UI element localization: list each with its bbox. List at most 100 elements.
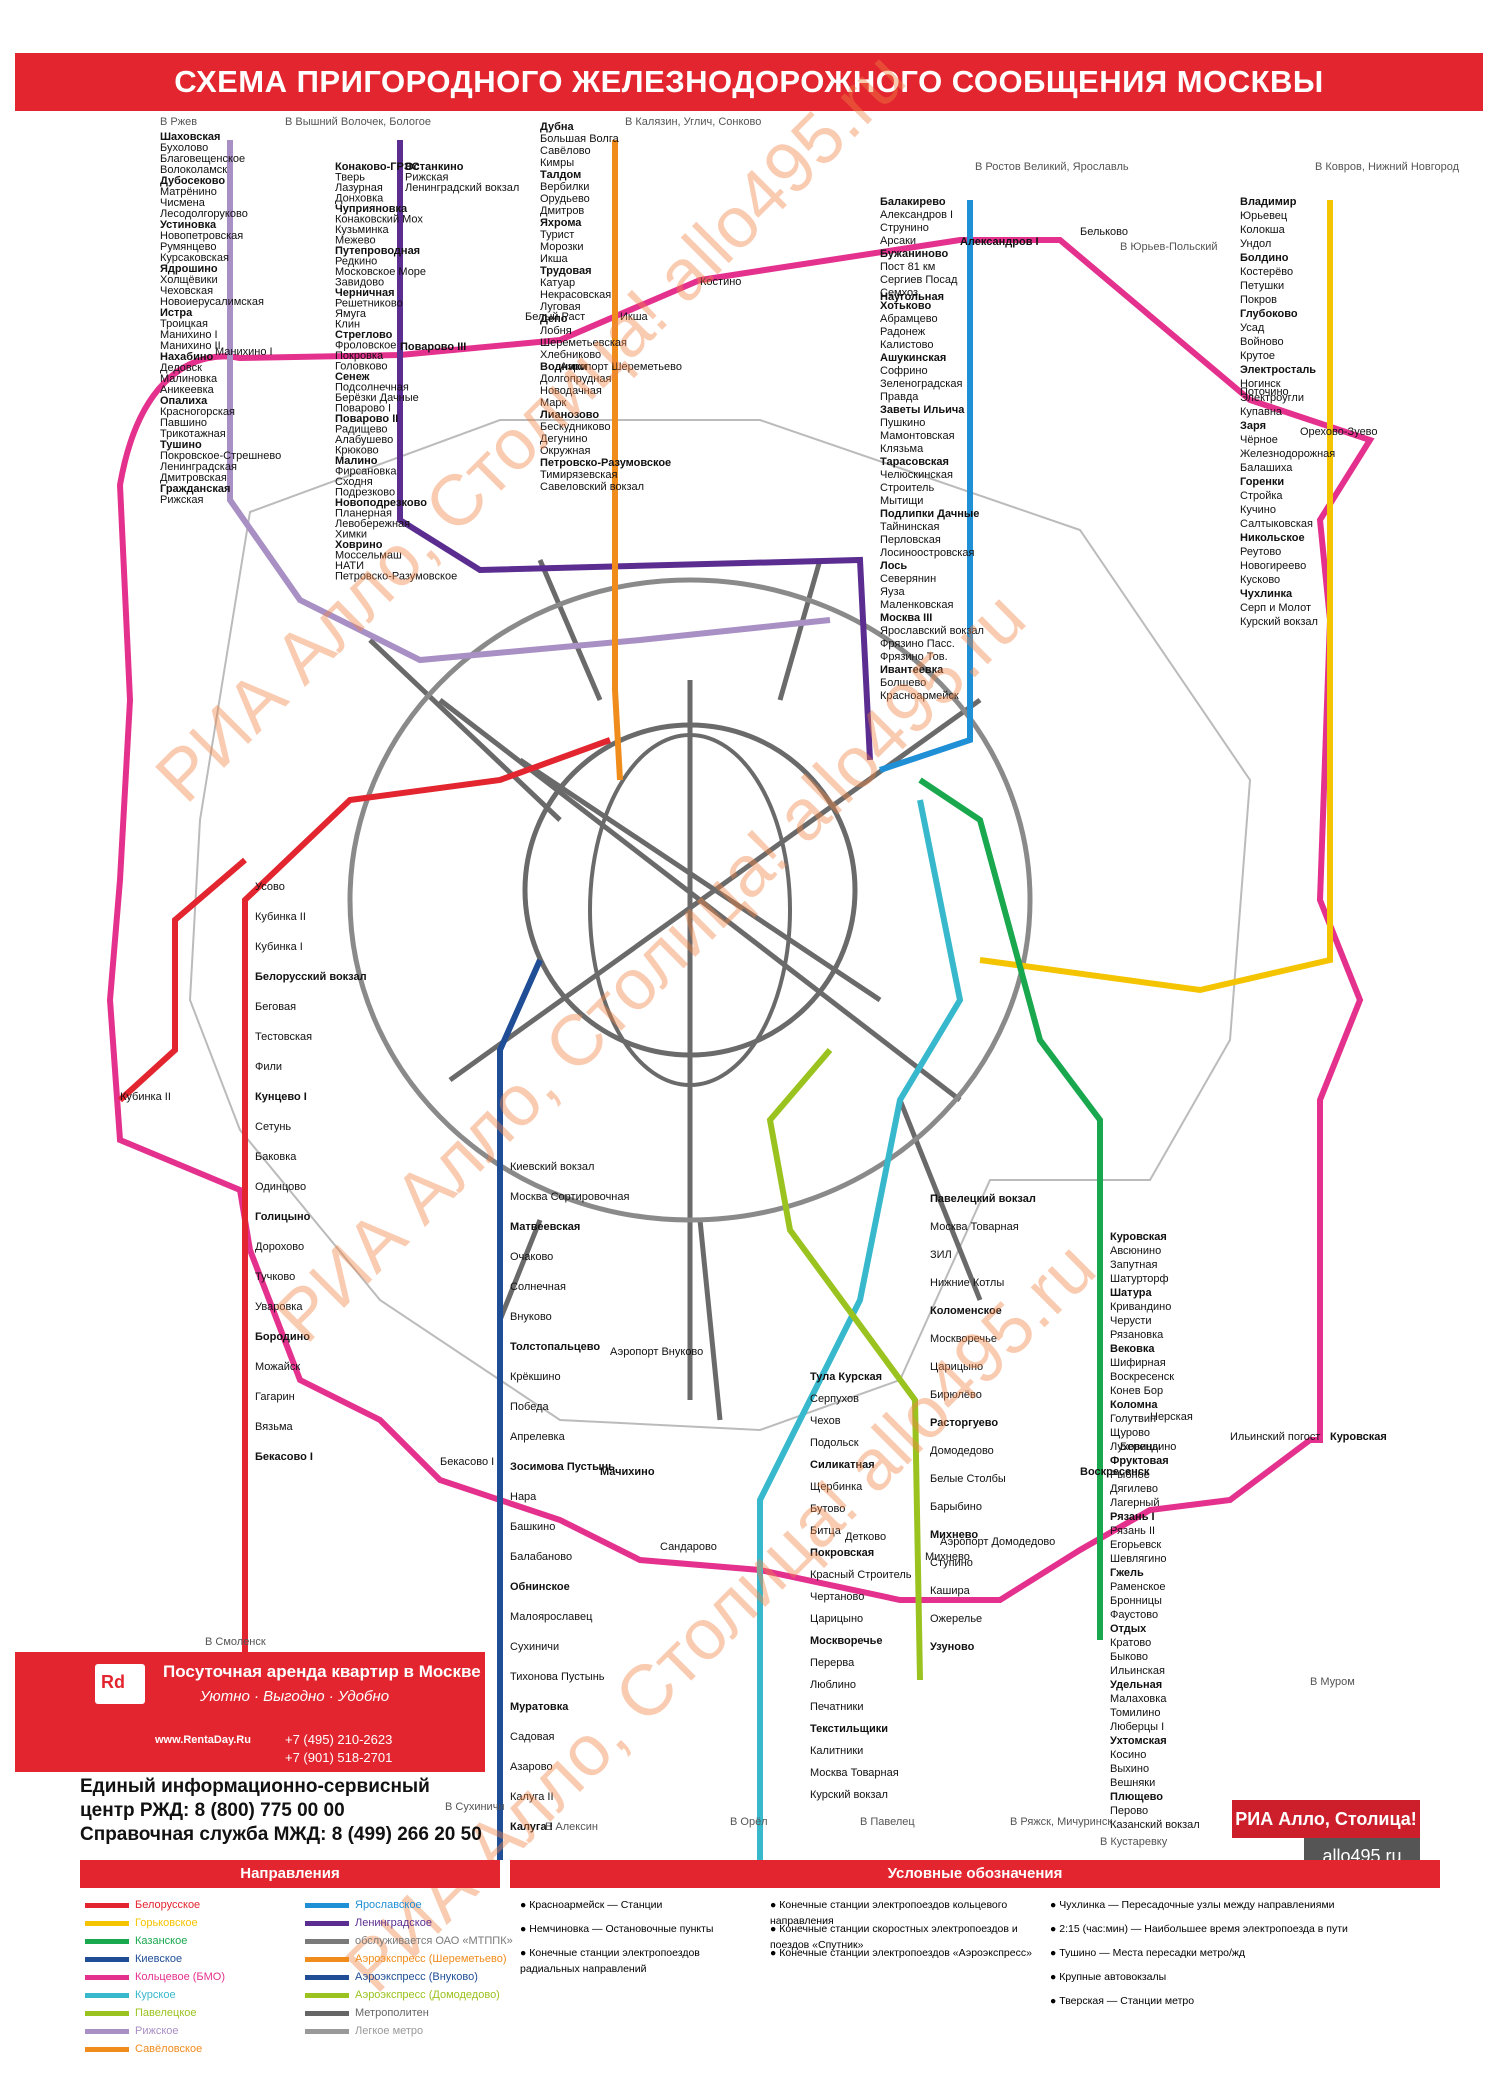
station-kurskoe: Битца [810, 1525, 842, 1537]
station-savelovskoe: Водники [540, 361, 587, 373]
station-savelovskoe: Морозки [540, 241, 584, 253]
ad-website[interactable]: www.RentaDay.Ru [155, 1734, 251, 1746]
legend-direction-label: Метрополитен [355, 2007, 429, 2019]
station-kievskoe: Апрелевка [510, 1431, 566, 1443]
station-rizhskoe: Троицкая [160, 318, 208, 330]
ad-title: Посуточная аренда квартир в Москве [163, 1662, 481, 1681]
station-gorkovskoe: Стройка [1240, 490, 1283, 502]
station-kazanskoe: Рязань I [1110, 1511, 1155, 1523]
station-bmo: Костино [700, 276, 741, 288]
station-leningradskoe: Рижская [405, 172, 449, 184]
station-rizhskoe: Матрёнино [160, 186, 217, 198]
legend-swatch [305, 1939, 349, 1945]
station-kazanskoe: Коломна [1110, 1399, 1158, 1411]
station-savelovskoe: Окружная [540, 445, 591, 457]
legend-symbol-item: ● Конечные станции электропоездов радиал… [520, 1947, 700, 1975]
dir-kalyazin: В Калязин, Углич, Сонково [625, 116, 761, 128]
station-kurskoe: Бутово [810, 1503, 845, 1515]
station-bmo: Бекасово I [440, 1456, 494, 1468]
station-leningradskoe: Планерная [335, 508, 392, 520]
info-phones: Единый информационно-сервисный центр РЖД… [80, 1776, 482, 1845]
legend-direction-item: Ярославское [305, 1898, 422, 1914]
station-rizhskoe: Красногорская [160, 406, 235, 418]
station-gorkovskoe: Чухлинка [1240, 588, 1293, 600]
legend-direction-label: Киевское [135, 1953, 183, 1965]
legend-swatch [305, 1975, 349, 1981]
legend-swatch [305, 1993, 349, 1999]
station-belorusskoe: Одинцово [255, 1181, 306, 1193]
station-leningradskoe: Стреглово [335, 329, 393, 341]
station-leningradskoe: Тверь [335, 172, 365, 184]
station-kazanskoe: Рязань II [1110, 1525, 1155, 1537]
station-paveletskoe: Нижние Котлы [930, 1277, 1004, 1289]
station-rizhskoe: Манихино I [160, 329, 218, 341]
station-gorkovskoe: Курский вокзал [1240, 616, 1318, 628]
station-savelovskoe: Тимирязевская [540, 469, 617, 481]
legend-direction-label: Савёловское [135, 2043, 203, 2055]
station-savelovskoe: Депо [540, 313, 568, 325]
station-kazanskoe: Дягилево [1110, 1483, 1158, 1495]
station-kievskoe: Муратовка [510, 1701, 569, 1713]
station-yaroslavskoe: Арсаки [880, 235, 916, 247]
line-kurskoe [757, 799, 964, 1870]
station-kievskoe: Солнечная [510, 1281, 566, 1293]
station-rizhskoe: Шаховская [160, 131, 220, 143]
station-labels: ШаховскаяБухоловоБлаговещенскоеВолоколам… [120, 121, 1387, 1833]
ad-phone-2[interactable]: +7 (901) 518-2701 [285, 1750, 393, 1765]
station-paveletskoe: Царицыно [930, 1361, 983, 1373]
station-paveletskoe: Узуново [930, 1641, 975, 1653]
station-savelovskoe: Петровско-Разумовское [540, 457, 671, 469]
station-kazanskoe: Кратово [1110, 1637, 1151, 1649]
legend-direction-item: Павелецкое [85, 2006, 197, 2022]
station-rizhskoe: Покровское-Стрешнево [160, 450, 281, 462]
station-rizhskoe: Манихино II [160, 340, 221, 352]
station-kazanskoe: Ухтомская [1110, 1735, 1167, 1747]
station-savelovskoe: Дубна [540, 121, 575, 133]
legend-symbol-item: ● 2:15 (час:мин) — Наибольшее время элек… [1050, 1923, 1348, 1935]
legend-direction-item: Метрополитен [305, 2006, 429, 2022]
legend-direction-item: Кольцевое (БМО) [85, 1970, 225, 1986]
station-yaroslavskoe: Мамонтовская [880, 430, 955, 442]
station-leningradskoe: Моссельмаш [335, 550, 402, 562]
station-leningradskoe: Левобережная [335, 518, 410, 530]
station-kazanskoe: Лагерный [1110, 1497, 1159, 1509]
ad-phone-1[interactable]: +7 (495) 210-2623 [285, 1732, 393, 1747]
station-yaroslavskoe: Северянин [880, 573, 936, 585]
station-kazanskoe: Фаустово [1110, 1609, 1158, 1621]
station-yaroslavskoe: Перловская [880, 534, 941, 546]
dir-sukhinichi: В Сухиничи [445, 1801, 505, 1813]
station-kazanskoe: Черусти [1110, 1315, 1152, 1327]
station-kurskoe: Подольск [810, 1437, 859, 1449]
station-bmo: Икша [620, 311, 649, 323]
rental-ad[interactable]: Rd Посуточная аренда квартир в Москве Ую… [15, 1652, 485, 1772]
station-rizhskoe: Малиновка [160, 373, 218, 385]
station-bmo: Бельково [1080, 226, 1128, 238]
station-rizhskoe: Опалиха [160, 395, 208, 407]
station-kazanskoe: Голутвин [1110, 1413, 1156, 1425]
station-kazanskoe: Шевлягино [1110, 1553, 1167, 1565]
station-yaroslavskoe: Москва III [880, 612, 932, 624]
station-savelovskoe: Турист [540, 229, 574, 241]
station-kazanskoe: Щурово [1110, 1427, 1150, 1439]
station-yaroslavskoe: Болшево [880, 677, 926, 689]
station-kievskoe: Киевский вокзал [510, 1161, 594, 1173]
station-gorkovskoe: Глубоково [1240, 308, 1298, 320]
legend-symbol-item: ● Конечные станции электропоездов «Аэроэ… [770, 1947, 1032, 1959]
station-kievskoe: Победа [510, 1401, 549, 1413]
station-bmo: Наугольная [880, 291, 944, 303]
legend-direction-item: Рижское [85, 2024, 179, 2040]
legend-symbol-item: ● Крупные автовокзалы [1050, 1971, 1167, 1983]
station-paveletskoe: ЗИЛ [930, 1249, 952, 1261]
station-leningradskoe: Подсолнечная [335, 382, 409, 394]
station-rizhskoe: Бухолово [160, 142, 208, 154]
station-kievskoe: Обнинское [510, 1581, 570, 1593]
station-rizhskoe: Чеховская [160, 285, 213, 297]
station-kievskoe: Башкино [510, 1521, 555, 1533]
legend-swatch [305, 1903, 349, 1909]
station-kievskoe: Азарово [510, 1761, 553, 1773]
dir-murom: В Муром [1310, 1676, 1355, 1688]
legend-direction-label: Рижское [135, 2025, 179, 2037]
legend-swatch [305, 2029, 349, 2035]
legend-symbol-item: ● Тверская — Станции метро [1050, 1995, 1195, 2007]
